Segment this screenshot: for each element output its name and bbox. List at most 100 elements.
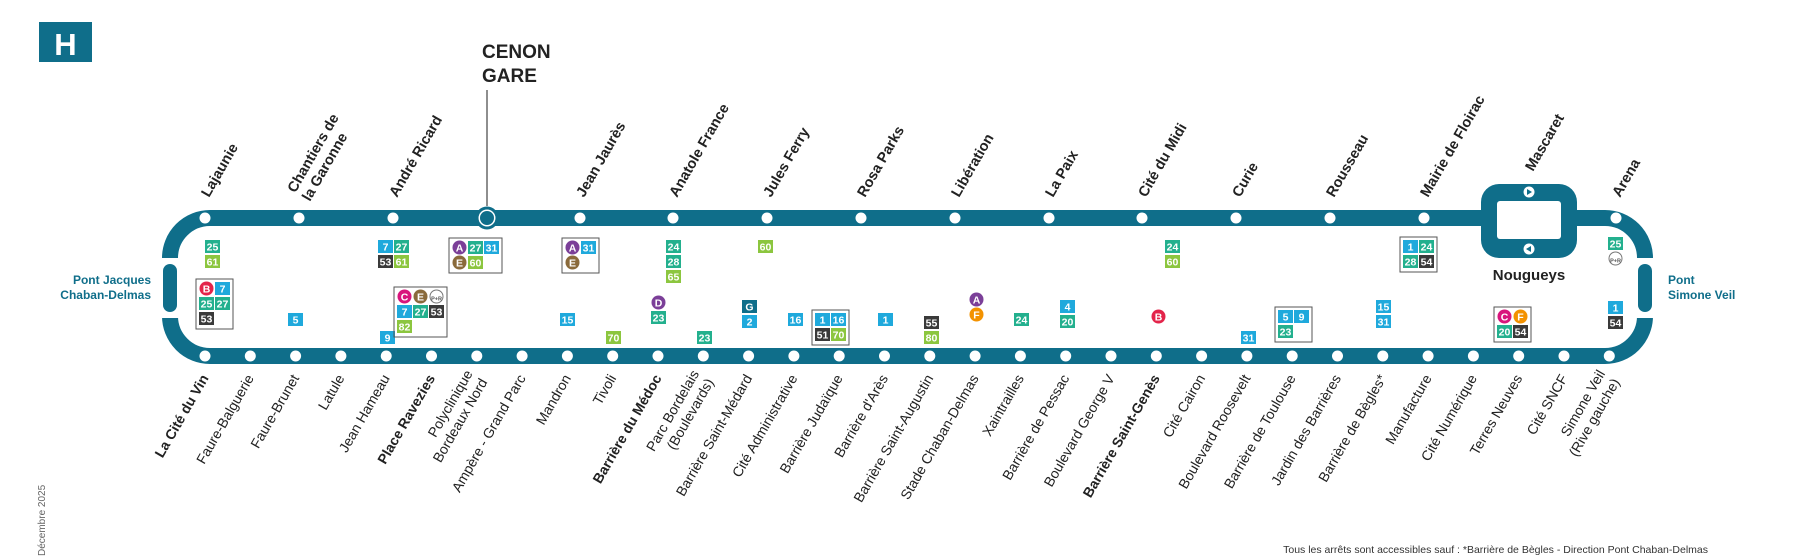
stop-label: Chantiers dela Garonne	[285, 111, 358, 204]
arrow-left-icon	[1526, 246, 1531, 252]
stop-dot	[426, 350, 437, 362]
connection-badge: 27	[413, 305, 428, 319]
connection-badge: C	[397, 289, 412, 304]
stop-dot	[387, 212, 399, 224]
svg-text:E: E	[569, 258, 576, 270]
svg-text:G: G	[745, 302, 753, 314]
svg-text:31: 31	[1378, 317, 1390, 329]
svg-text:C: C	[1501, 312, 1509, 324]
stop-dot	[1136, 212, 1148, 224]
connection-badge: 31	[581, 241, 596, 255]
connection-badge: 5	[1278, 310, 1293, 324]
stop-dot	[1603, 350, 1615, 362]
connection-badge: 53	[199, 312, 214, 326]
stop-dot	[516, 350, 528, 362]
connection-badge: B	[199, 281, 214, 296]
svg-text:9: 9	[1299, 312, 1305, 324]
stop-dot	[833, 350, 845, 362]
stop-dot	[667, 212, 679, 224]
connection-badge: 23	[697, 331, 712, 345]
stop-label: Cité Cairon	[1159, 372, 1208, 441]
terminus-left-bridge	[163, 264, 177, 312]
connection-badge: 20	[1060, 315, 1075, 329]
stop-label: André Ricard	[387, 113, 446, 200]
svg-text:61: 61	[207, 257, 219, 269]
footer-note: Tous les arrêts sont accessibles sauf : …	[1283, 544, 1708, 556]
svg-text:27: 27	[415, 307, 427, 319]
connection-badge: A	[969, 292, 984, 307]
stop-dot	[199, 212, 211, 224]
connection-badge: P+R	[1608, 251, 1623, 266]
stop-dot	[1105, 350, 1117, 362]
svg-text:27: 27	[470, 243, 482, 255]
svg-text:15: 15	[562, 315, 574, 327]
connection-badge: A	[565, 240, 580, 255]
svg-text:2: 2	[747, 317, 753, 329]
connection-badge: 61	[394, 255, 409, 269]
stop-dot	[924, 350, 936, 362]
svg-text:F: F	[1517, 312, 1524, 324]
svg-text:60: 60	[1167, 257, 1179, 269]
stop-label: Mascaret	[1523, 111, 1568, 174]
connection-badge: 20	[1497, 325, 1512, 339]
stop-dot	[969, 350, 981, 362]
svg-text:B: B	[203, 284, 211, 296]
connection-badge: 23	[1278, 325, 1293, 339]
connection-badge: 24	[1165, 240, 1180, 254]
svg-text:20: 20	[1499, 327, 1511, 339]
stop-label: Faure-Brunet	[247, 371, 302, 451]
svg-text:16: 16	[833, 315, 845, 327]
svg-text:D: D	[655, 298, 663, 310]
connection-badge: P+R	[429, 289, 444, 304]
svg-text:24: 24	[668, 242, 680, 254]
stop-dot	[380, 350, 392, 362]
connection-badge: 28	[666, 255, 681, 269]
stop-label: Rosa Parks	[855, 124, 908, 200]
connection-badge: 27	[394, 240, 409, 254]
stop-dot	[1467, 350, 1479, 362]
svg-text:25: 25	[1610, 239, 1622, 251]
hub-name-line2: GARE	[482, 66, 537, 87]
connection-badge: D	[651, 295, 666, 310]
connection-badge: 9	[380, 331, 395, 345]
stop-label: Rousseau	[1324, 132, 1373, 200]
svg-text:53: 53	[431, 307, 443, 319]
svg-text:53: 53	[380, 257, 392, 269]
svg-text:20: 20	[1062, 317, 1074, 329]
connection-badge: E	[565, 255, 580, 270]
stop-dot	[697, 350, 709, 362]
svg-text:25: 25	[201, 299, 213, 311]
svg-text:5: 5	[293, 315, 299, 327]
svg-text:C: C	[401, 292, 409, 304]
stop-label: Arena	[1610, 156, 1645, 200]
svg-text:A: A	[456, 243, 464, 255]
stop-dot	[1418, 212, 1430, 224]
stop-dot	[199, 350, 211, 362]
connection-badge: 60	[758, 240, 773, 254]
svg-text:24: 24	[1421, 242, 1433, 254]
stop-dot	[652, 350, 664, 362]
stop-dot	[1610, 212, 1622, 224]
connection-badge: 31	[1241, 331, 1256, 345]
stop-dot	[1332, 350, 1343, 362]
connection-badge: 65	[666, 270, 681, 284]
stop-label: Anatole France	[667, 101, 733, 200]
svg-text:15: 15	[1378, 302, 1390, 314]
stop-label: Latule	[315, 371, 348, 412]
svg-text:31: 31	[486, 243, 498, 255]
connection-badge: 31	[1376, 315, 1391, 329]
svg-text:1: 1	[1408, 242, 1414, 254]
connection-badge: B	[1151, 309, 1166, 324]
connection-badge: 53	[429, 305, 444, 319]
connection-badge: 54	[1419, 255, 1434, 269]
svg-text:27: 27	[217, 299, 229, 311]
connection-badge: 70	[831, 328, 846, 342]
stop-label: Barrière Saint-Augustin	[850, 372, 936, 505]
connection-badge: 4	[1060, 300, 1075, 314]
svg-text:16: 16	[790, 315, 802, 327]
connection-badge: 31	[484, 241, 499, 255]
stop-dot	[607, 350, 619, 362]
